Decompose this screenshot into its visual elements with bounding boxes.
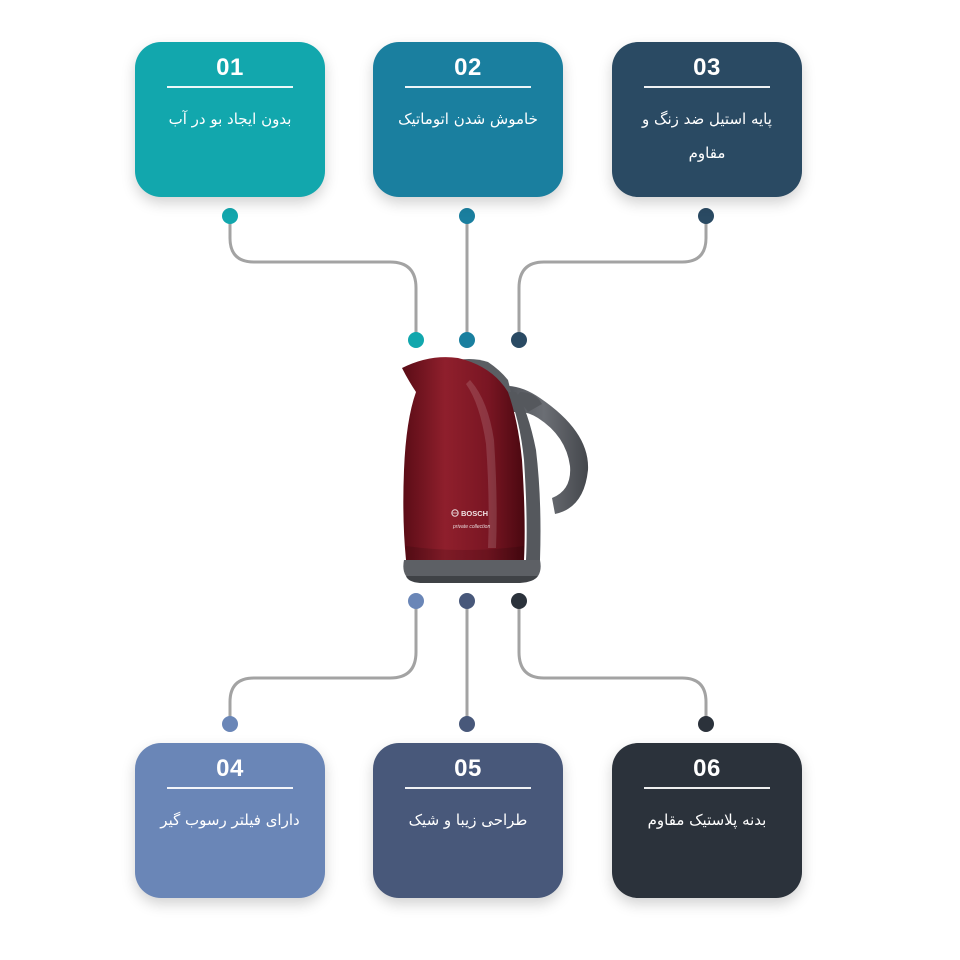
feature-divider-05 bbox=[405, 787, 531, 789]
feature-number-03: 03 bbox=[693, 54, 721, 81]
connector-dot-04-product bbox=[408, 593, 424, 609]
feature-card-05: 05 طراحی زیبا و شیک bbox=[373, 743, 563, 898]
feature-text-01: بدون ایجاد بو در آب bbox=[168, 110, 292, 128]
connector-line-03 bbox=[517, 216, 708, 340]
kettle-brand: BOSCH bbox=[461, 509, 488, 518]
kettle-body bbox=[402, 357, 525, 560]
connector-line-01 bbox=[228, 216, 418, 340]
feature-card-02: 02 خاموش شدن اتوماتیک bbox=[373, 42, 563, 197]
feature-divider-02 bbox=[405, 86, 531, 88]
connector-line-04 bbox=[228, 601, 418, 724]
connector-line-06 bbox=[517, 601, 708, 724]
feature-card-04: 04 دارای فیلتر رسوب گیر bbox=[135, 743, 325, 898]
connector-dot-06-card bbox=[698, 716, 714, 732]
feature-card-01: 01 بدون ایجاد بو در آب bbox=[135, 42, 325, 197]
feature-number-05: 05 bbox=[454, 755, 482, 782]
feature-text-05: طراحی زیبا و شیک bbox=[408, 811, 528, 829]
feature-number-04: 04 bbox=[216, 755, 244, 782]
feature-card-03: 03 پایه استیل ضد زنگ و مقاوم bbox=[612, 42, 802, 197]
feature-text-03: پایه استیل ضد زنگ و مقاوم bbox=[642, 110, 772, 162]
kettle-image: BOSCH private collection bbox=[402, 357, 589, 583]
kettle-line: private collection bbox=[452, 524, 490, 530]
connector-dot-02-card bbox=[459, 208, 475, 224]
connector-dot-05-product bbox=[459, 593, 475, 609]
feature-text-04: دارای فیلتر رسوب گیر bbox=[160, 811, 300, 829]
connector-dot-06-product bbox=[511, 593, 527, 609]
feature-number-02: 02 bbox=[454, 54, 482, 81]
connector-dot-01-card bbox=[222, 208, 238, 224]
connector-dot-01-product bbox=[408, 332, 424, 348]
feature-text-06: بدنه پلاستیک مقاوم bbox=[647, 811, 767, 829]
feature-text-02: خاموش شدن اتوماتیک bbox=[398, 110, 538, 128]
feature-divider-01 bbox=[167, 86, 293, 88]
feature-card-06: 06 بدنه پلاستیک مقاوم bbox=[612, 743, 802, 898]
feature-divider-04 bbox=[167, 787, 293, 789]
bosch-logo-icon bbox=[451, 509, 459, 517]
connector-dot-02-product bbox=[459, 332, 475, 348]
feature-number-06: 06 bbox=[693, 755, 721, 782]
connector-dot-03-card bbox=[698, 208, 714, 224]
connector-dot-05-card bbox=[459, 716, 475, 732]
feature-divider-06 bbox=[644, 787, 770, 789]
feature-number-01: 01 bbox=[216, 54, 244, 81]
connector-dot-04-card bbox=[222, 716, 238, 732]
feature-divider-03 bbox=[644, 86, 770, 88]
connector-dot-03-product bbox=[511, 332, 527, 348]
kettle-base bbox=[403, 560, 541, 576]
